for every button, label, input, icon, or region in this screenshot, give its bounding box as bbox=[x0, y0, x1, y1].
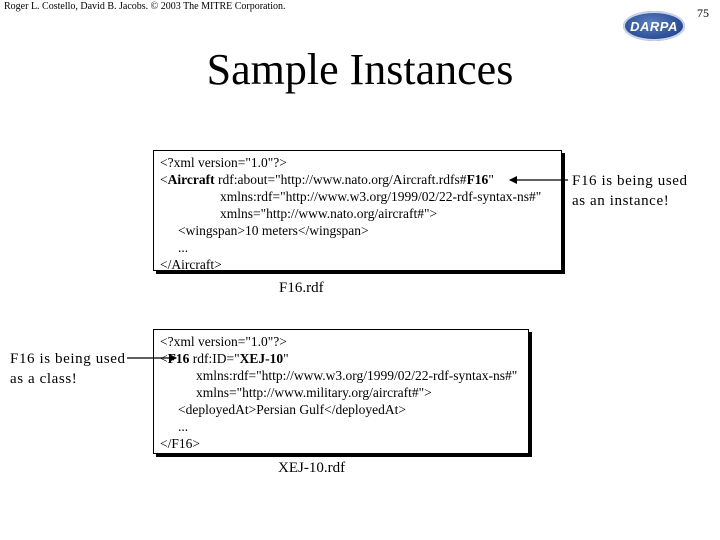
code-line: <deployedAt>Persian Gulf</deployedAt> bbox=[178, 402, 407, 417]
highlighted-instance-name: F16 bbox=[466, 172, 489, 187]
page-number: 75 bbox=[697, 6, 709, 20]
code-line: <?xml version="1.0"?> bbox=[160, 155, 287, 170]
note-line: as an instance! bbox=[572, 193, 670, 209]
slide-credit: Roger L. Costello, David B. Jacobs. © 20… bbox=[4, 1, 286, 12]
instance-note: F16 is being used as an instance! bbox=[572, 171, 688, 211]
darpa-logo: DARPA bbox=[623, 11, 685, 41]
code-line: ... bbox=[178, 419, 189, 434]
note-line: as a class! bbox=[10, 371, 78, 387]
aircraft-instance-code-box: <?xml version="1.0"?> <Aircraft rdf:abou… bbox=[153, 150, 562, 272]
code-line: <?xml version="1.0"?> bbox=[160, 334, 287, 349]
note-line: F16 is being used bbox=[10, 351, 126, 367]
code-line: </Aircraft> bbox=[160, 257, 222, 272]
highlighted-instance-name: XEJ-10 bbox=[239, 351, 284, 366]
f16-class-code-box: <?xml version="1.0"?> <F16 rdf:ID="XEJ-1… bbox=[153, 329, 529, 454]
code-line: xmlns:rdf="http://www.w3.org/1999/02/22-… bbox=[220, 189, 542, 204]
slide-title: Sample Instances bbox=[206, 45, 514, 94]
logo-text: DARPA bbox=[630, 18, 678, 34]
code-line: ... bbox=[178, 240, 189, 255]
code-line: xmlns:rdf="http://www.w3.org/1999/02/22-… bbox=[196, 368, 518, 383]
code-line: </F16> bbox=[160, 436, 200, 451]
class-note: F16 is being used as a class! bbox=[10, 349, 126, 389]
note-line: F16 is being used bbox=[572, 173, 688, 189]
code-line: <Aircraft rdf:about="http://www.nato.org… bbox=[160, 172, 494, 187]
highlighted-class-name: Aircraft bbox=[167, 172, 215, 187]
file-caption-xej10: XEJ-10.rdf bbox=[278, 460, 346, 476]
code-line: xmlns="http://www.nato.org/aircraft#"> bbox=[220, 206, 438, 221]
code-line: xmlns="http://www.military.org/aircraft#… bbox=[196, 385, 432, 400]
file-caption-f16: F16.rdf bbox=[279, 280, 324, 296]
code-line: <wingspan>10 meters</wingspan> bbox=[178, 223, 369, 238]
